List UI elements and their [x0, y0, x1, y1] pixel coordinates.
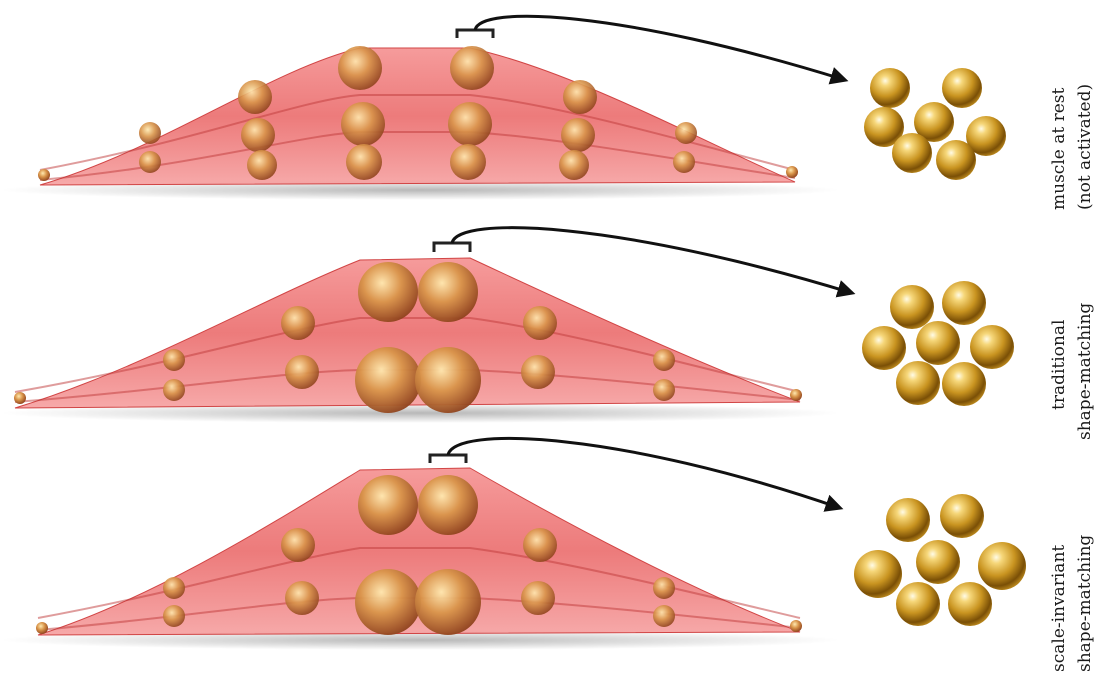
- row-label-line1: scale-invariant: [1049, 545, 1069, 672]
- row-traditional: traditional shape-matching: [0, 228, 1095, 440]
- row-label-line2: shape-matching: [1075, 303, 1095, 440]
- row-label-line1: traditional: [1049, 320, 1069, 410]
- row-label-line1: muscle at rest: [1049, 88, 1069, 210]
- row-rest: muscle at rest (not activated): [0, 16, 1095, 210]
- row-label-line2: shape-matching: [1075, 535, 1095, 672]
- row-scale-invariant: scale-invariant shape-matching: [0, 438, 1095, 672]
- row-label-line2: (not activated): [1075, 84, 1095, 210]
- section-bracket: [434, 243, 470, 252]
- section-bracket: [457, 30, 493, 38]
- cross-section-spheres: [862, 281, 1014, 406]
- section-bracket: [430, 455, 466, 463]
- cross-section-spheres: [854, 494, 1026, 626]
- cross-section-spheres: [864, 68, 1006, 180]
